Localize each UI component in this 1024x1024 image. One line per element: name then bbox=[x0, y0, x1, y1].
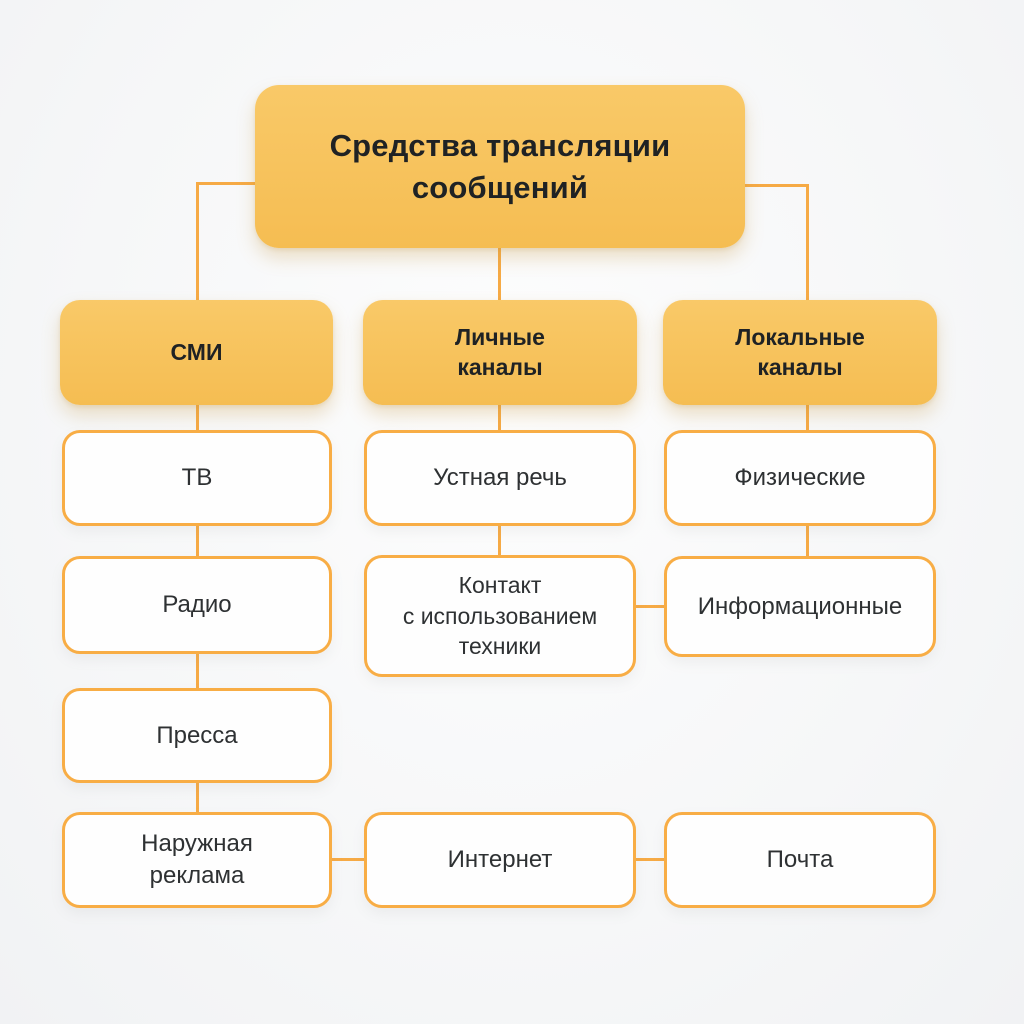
connector-root-center-vertical bbox=[498, 248, 501, 302]
connector-personal-speech bbox=[498, 403, 501, 432]
connector-contact-informational bbox=[634, 605, 666, 608]
header-personal-channels: Личные каналы bbox=[363, 300, 637, 405]
connector-smi-tv bbox=[196, 403, 199, 432]
connector-physical-informational bbox=[806, 524, 809, 558]
node-contact-using-technology: Контакт с использованием техники bbox=[364, 555, 636, 677]
node-radio: Радио bbox=[62, 556, 332, 654]
connector-tv-radio bbox=[196, 524, 199, 558]
connector-root-right-vertical bbox=[806, 184, 809, 302]
header-local-channels: Локальные каналы bbox=[663, 300, 937, 405]
node-outdoor-advertising: Наружная реклама bbox=[62, 812, 332, 908]
connector-press-outdoor bbox=[196, 781, 199, 814]
connector-speech-contact bbox=[498, 524, 501, 557]
connector-local-physical bbox=[806, 403, 809, 432]
node-tv: ТВ bbox=[62, 430, 332, 526]
connector-radio-press bbox=[196, 652, 199, 690]
node-press: Пресса bbox=[62, 688, 332, 783]
connector-root-left-horizontal bbox=[196, 182, 257, 185]
header-smi: СМИ bbox=[60, 300, 333, 405]
connector-internet-mail bbox=[634, 858, 666, 861]
node-internet: Интернет bbox=[364, 812, 636, 908]
node-informational: Информационные bbox=[664, 556, 936, 657]
connector-root-right-horizontal bbox=[743, 184, 809, 187]
node-mail: Почта bbox=[664, 812, 936, 908]
node-oral-speech: Устная речь bbox=[364, 430, 636, 526]
root-node-message-transmission-means: Средства трансляции сообщений bbox=[255, 85, 745, 248]
connector-root-left-vertical bbox=[196, 182, 199, 302]
connector-outdoor-internet bbox=[330, 858, 366, 861]
node-physical: Физические bbox=[664, 430, 936, 526]
